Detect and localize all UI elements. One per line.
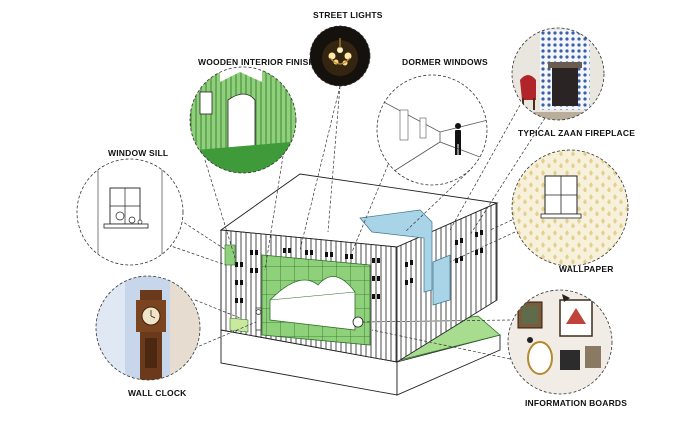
window-sill-callout [76,158,184,266]
dormer-windows-callout [376,74,488,186]
street-lights-callout [309,25,371,87]
leader-lines [167,85,546,361]
building-model [219,173,501,396]
wallpaper-callout [511,149,629,267]
zaan-fireplace-callout [511,27,605,121]
label-typical-zaan-fireplace: TYPICAL ZAAN FIREPLACE [518,128,636,138]
blue-shaft [359,209,433,293]
facade-windows [235,248,380,303]
label-information-boards: INFORMATION BOARDS [525,398,628,408]
label-window-sill: WINDOW SILL [108,148,169,158]
label-wooden-interior-finish: WOODEN INTERIOR FINISH [198,57,315,67]
person-silhouette [455,123,461,155]
label-street-lights: STREET LIGHTS [313,10,383,20]
plinth-side [396,334,501,396]
label-dormer-windows: DORMER WINDOWS [402,57,488,67]
label-wall-clock: WALL CLOCK [128,388,187,398]
label-wallpaper: WALLPAPER [559,264,614,274]
wooden-interior-callout [189,66,297,174]
information-boards-callout [507,289,613,395]
wall-clock-callout [95,275,201,381]
